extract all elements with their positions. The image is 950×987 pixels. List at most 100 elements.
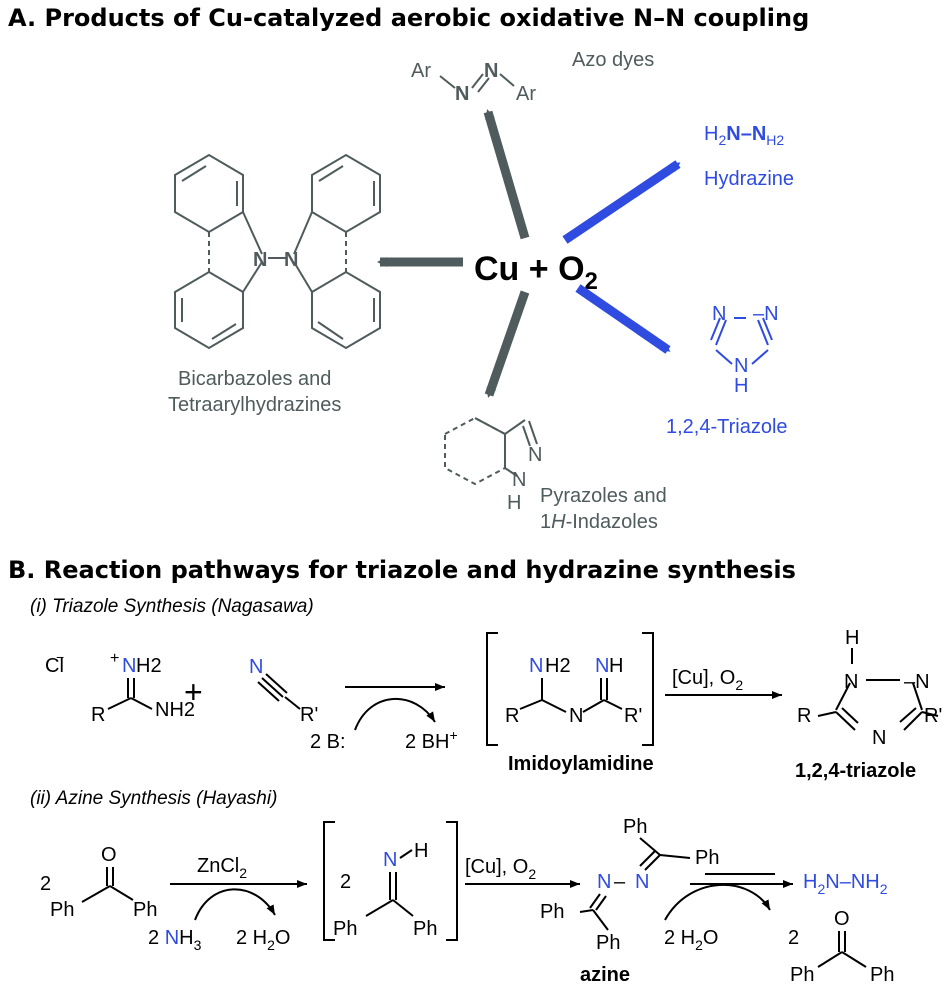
svg-text:N: N [512,469,526,491]
azine-bonds [579,837,691,931]
curved-arrow-2 [194,888,276,921]
section-a-heading: A. Products of Cu-catalyzed aerobic oxid… [8,4,809,32]
imidoylamidine-atoms: N H2 N H R N R' [505,655,642,727]
svg-text:N: N [253,249,267,271]
amidinium-atoms: Cl − + N H2 R NH2 [45,649,195,726]
hydrazine-label: Hydrazine [704,168,794,190]
svg-text:N: N [712,303,726,325]
svg-text:H: H [734,375,748,397]
svg-text:Ph: Ph [623,816,647,838]
section-b-heading: B. Reaction pathways for triazole and hy… [8,556,796,584]
svg-text:Cl: Cl [45,655,64,677]
nitrile-r: R' [300,704,318,726]
blue-arrows [562,160,681,354]
svg-text:O: O [834,908,850,930]
svg-text:O: O [101,844,117,866]
amidinium-bonds [107,678,153,710]
svg-text:–N: –N [904,671,930,693]
svg-text:N: N [597,871,611,893]
bracket-left-1 [486,632,498,746]
svg-text:R: R [505,705,519,727]
bicarbazole-structure [174,153,381,350]
svg-text:N: N [595,655,609,677]
imidoylamidine-bonds [519,678,623,713]
bicarbazole-atoms: N N [253,249,298,271]
benzophenone-atoms: O 2 Ph Ph [40,844,157,921]
svg-text:Ph: Ph [870,964,894,986]
cu-o2-label-2: [Cu], O2 [465,856,536,882]
svg-text:N: N [455,83,469,105]
nitrile-bonds [257,673,301,710]
svg-text:Ph: Ph [790,964,814,986]
pyrazole-label-line2: 1H-Indazoles [540,511,658,533]
svg-text:R': R' [924,705,942,727]
svg-text:NH2: NH2 [155,699,195,721]
imine-bonds [365,849,414,917]
svg-text:2: 2 [788,927,799,949]
pyrazole-label-line1: Pyrazoles and [540,485,667,507]
svg-text:N: N [284,249,298,271]
water-label-1: 2 H2O [236,927,290,953]
svg-text:N: N [734,355,748,377]
svg-text:N: N [484,60,498,82]
bracket-left-2 [323,821,335,941]
svg-text:Ar: Ar [411,60,431,82]
byproduct-bonds [817,931,867,968]
svg-text:R': R' [624,705,642,727]
svg-text:+: + [110,650,119,667]
svg-text:Ph: Ph [133,899,157,921]
svg-text:Ar: Ar [516,83,536,105]
subsection-ii-title: (ii) Azine Synthesis (Hayashi) [30,788,277,809]
svg-text:N: N [872,727,886,749]
hydrazine-product: H2N–NH2 [803,871,888,897]
svg-text:–N: –N [753,303,779,325]
curved-arrow-1 [354,698,436,731]
indazole-atoms: N N H [507,444,542,514]
svg-text:N: N [528,444,542,466]
water-label-2: 2 H2O [664,927,718,953]
gray-arrows [377,109,530,398]
triazole-label: 1,2,4-Triazole [666,416,788,438]
svg-text:H2: H2 [136,655,162,677]
svg-text:−: − [56,649,64,665]
indazole-structure [444,416,538,486]
plus-sign: + [184,674,203,710]
svg-text:H2: H2 [545,655,571,677]
conj-acid-label: 2 BH+ [405,727,458,753]
svg-text:H: H [845,627,859,649]
svg-text:Ph: Ph [540,901,564,923]
arrow-to-pyrazole [484,290,530,398]
svg-text:R: R [797,705,811,727]
svg-text:H: H [414,840,428,862]
byproduct-atoms: O 2 Ph Ph [788,908,894,986]
svg-text:–: – [614,871,626,893]
svg-text:R: R [91,704,105,726]
azo-atoms: Ar N N Ar [411,60,536,105]
svg-text:N: N [844,671,858,693]
svg-text:H: H [609,655,623,677]
zncl2-label: ZnCl2 [197,855,247,881]
triazole-product-label: 1,2,4-triazole [795,760,916,782]
bracket-right-2 [446,821,458,941]
azo-structure [439,73,515,93]
azine-label: azine [580,964,630,986]
arrow-to-azo [483,109,530,240]
bicarbazole-label-line2: Tetraarylhydrazines [168,394,341,416]
catalyst-label: Cu + O2 [474,250,598,295]
svg-text:Ph: Ph [333,918,357,940]
azo-dyes-label: Azo dyes [572,49,654,71]
svg-text:H: H [507,492,521,514]
svg-text:2: 2 [40,873,51,895]
curved-arrow-3 [664,883,771,921]
bracket-right-1 [642,632,654,746]
triazole-product-atoms: H N –N N R R' [797,627,942,749]
svg-text:Ph: Ph [596,932,620,954]
subsection-i-title: (i) Triazole Synthesis (Nagasawa) [30,596,314,617]
svg-text:Ph: Ph [413,918,437,940]
svg-text:N: N [383,849,397,871]
hydrazine-formula: H2N–NH2 [704,123,784,148]
imine-atoms: 2 N H Ph Ph [333,840,437,940]
svg-text:Ph: Ph [50,899,74,921]
